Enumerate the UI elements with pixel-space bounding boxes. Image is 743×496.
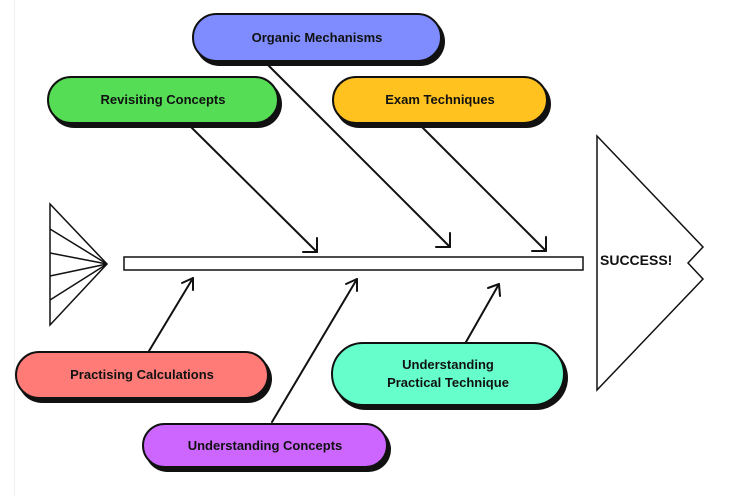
cause-understanding-practical-technique: Understanding Practical Technique xyxy=(331,342,565,406)
bone-concepts xyxy=(271,278,358,423)
fish-tail xyxy=(49,202,109,327)
cause-practising-calculations: Practising Calculations xyxy=(15,351,269,399)
cause-organic-mechanisms: Organic Mechanisms xyxy=(192,13,442,62)
cause-label: Practising Calculations xyxy=(70,367,214,382)
cause-label: Revisiting Concepts xyxy=(100,92,226,107)
fish-head xyxy=(596,134,705,392)
bone-practical xyxy=(465,283,501,343)
cause-label: Organic Mechanisms xyxy=(251,29,383,45)
left-border-line xyxy=(14,0,15,496)
cause-label: Understanding Practical Technique xyxy=(387,357,509,390)
bone-revisiting xyxy=(190,126,318,253)
cause-understanding-concepts: Understanding Concepts xyxy=(142,423,388,468)
success-label: SUCCESS! xyxy=(600,252,673,268)
cause-label: Exam Techniques xyxy=(385,92,495,107)
bone-exam xyxy=(421,126,547,252)
bone-organic xyxy=(266,63,451,248)
fish-spine xyxy=(123,256,584,271)
cause-label: Understanding Concepts xyxy=(187,437,343,453)
cause-revisiting-concepts: Revisiting Concepts xyxy=(47,76,279,124)
bone-calculations xyxy=(148,277,194,352)
cause-exam-techniques: Exam Techniques xyxy=(332,76,548,124)
